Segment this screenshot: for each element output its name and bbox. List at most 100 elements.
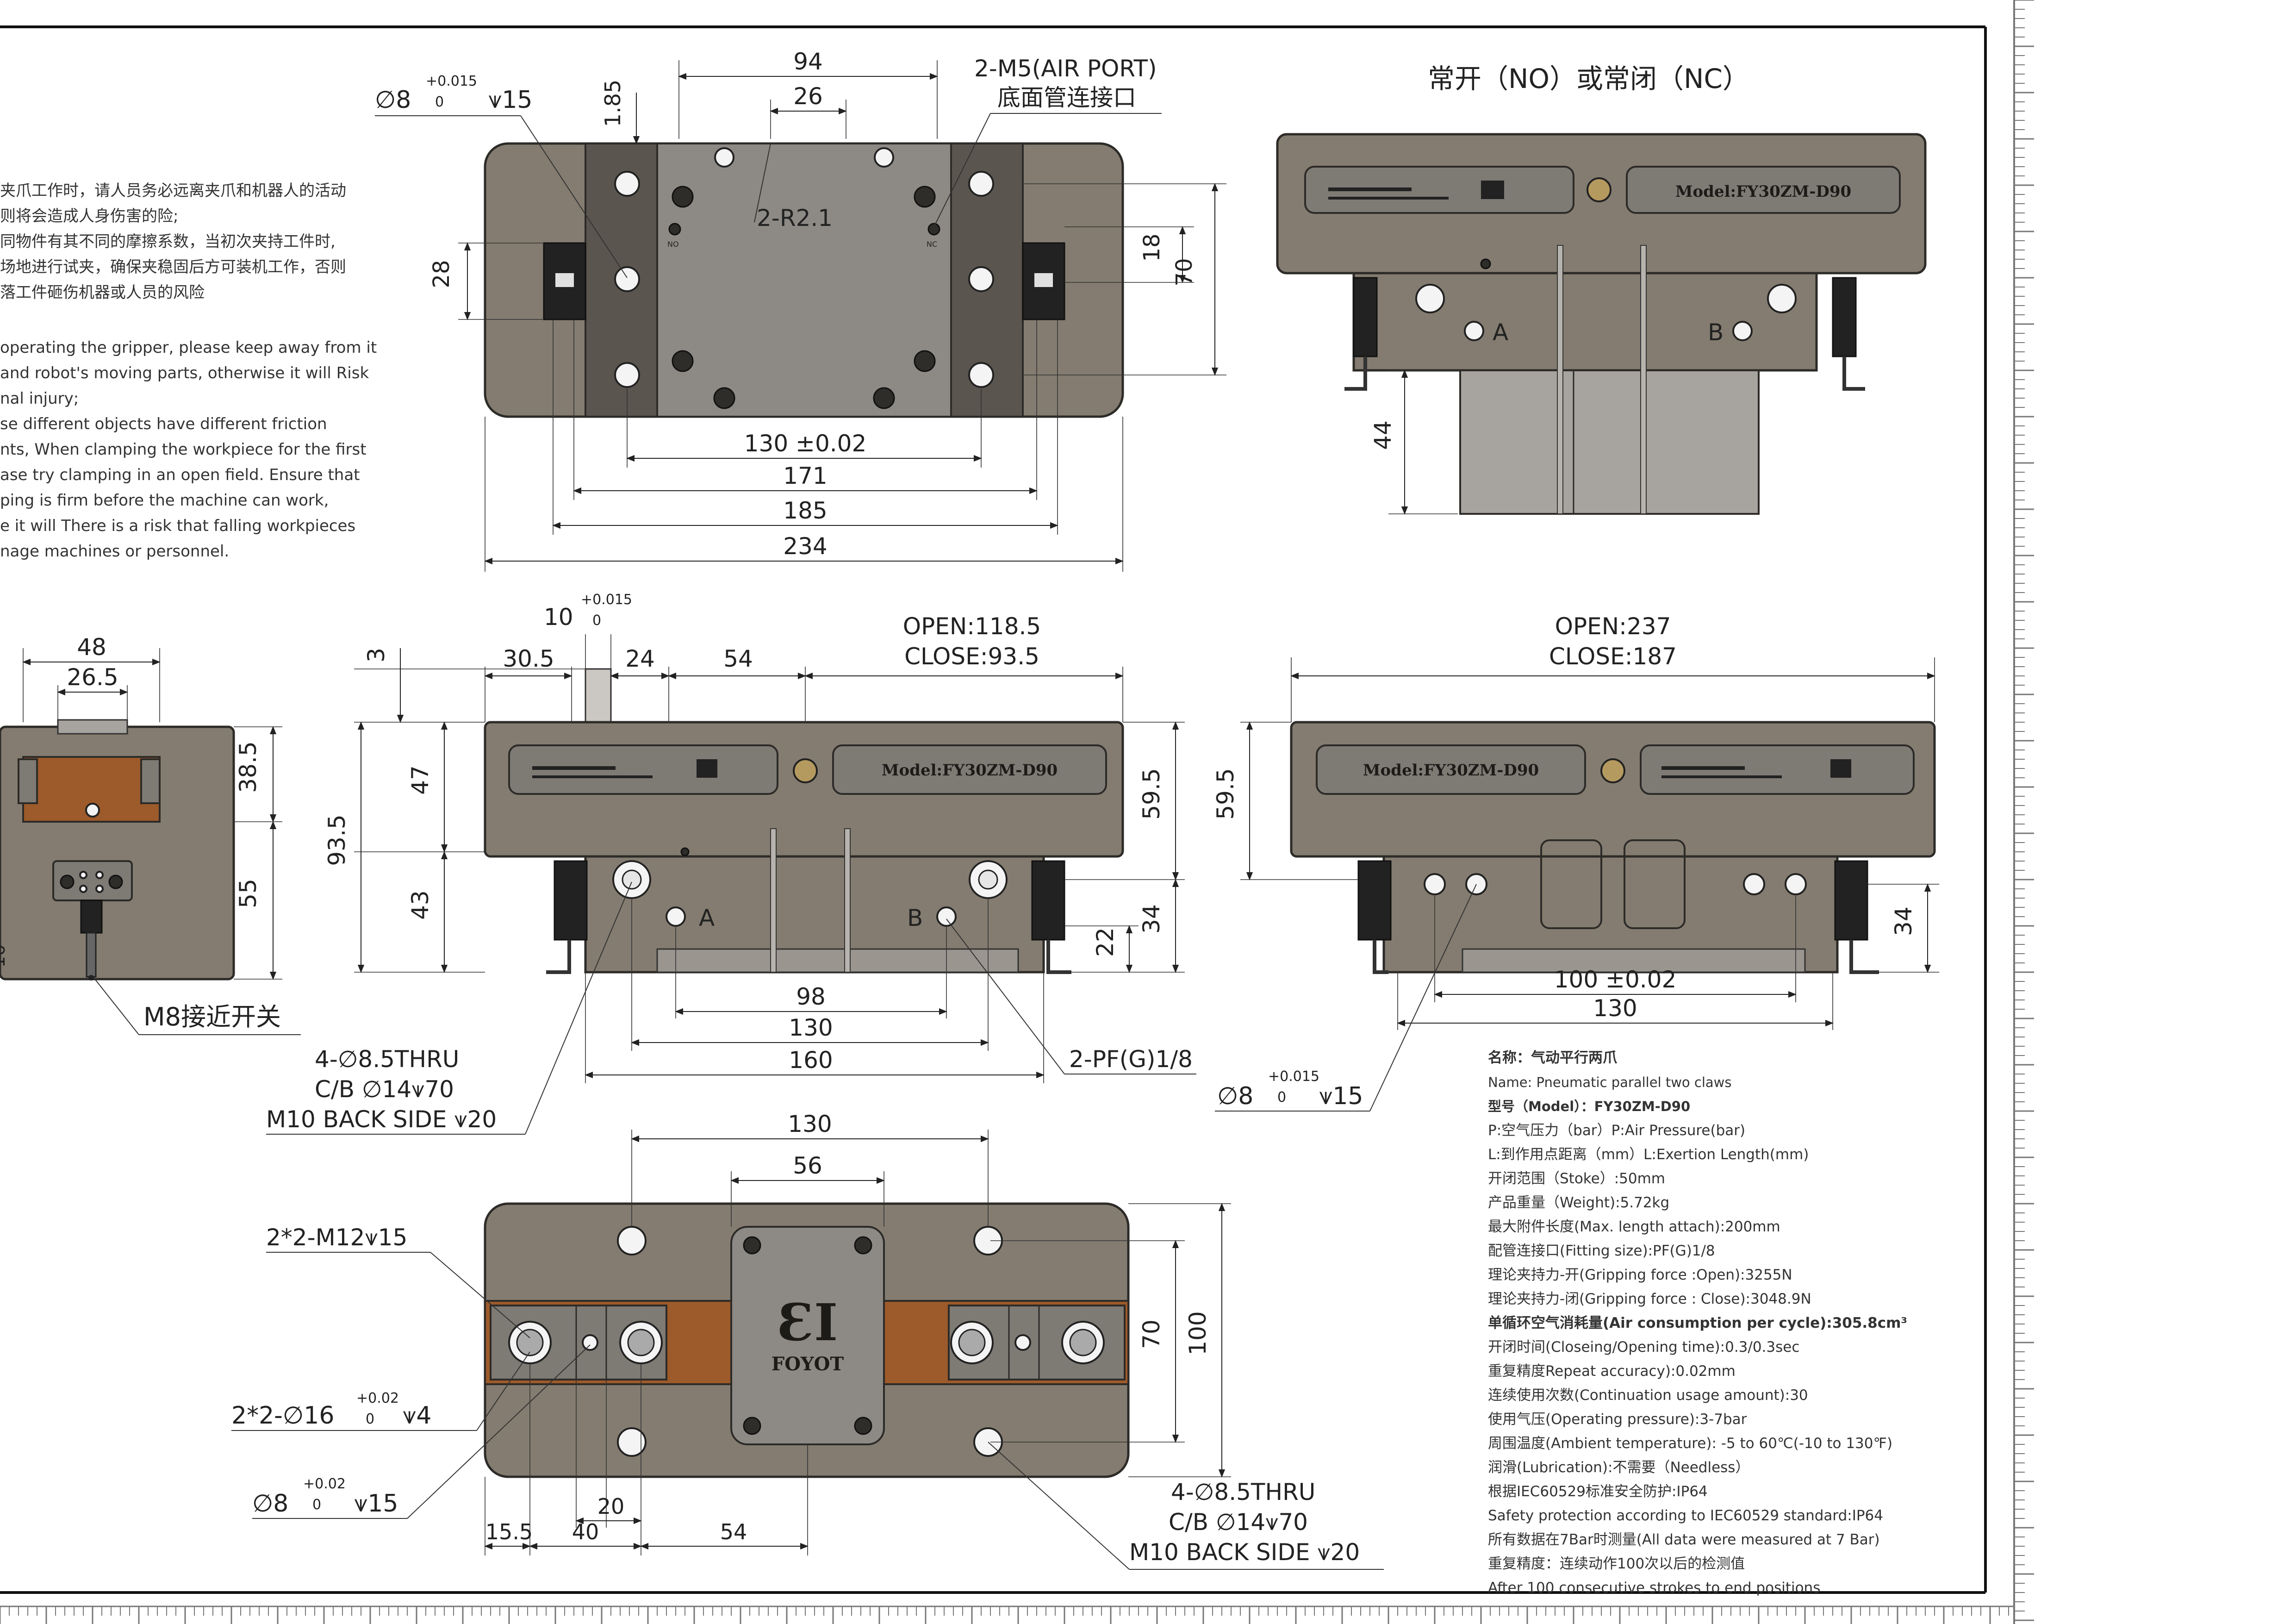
thru-hole-note: M10 BACK SIDE ⩛20 xyxy=(266,1106,497,1133)
dim-10-tol-lo: 0 xyxy=(592,612,601,629)
dim-54: 54 xyxy=(720,1519,747,1544)
sensor-label: M8接近开关 xyxy=(143,1002,281,1031)
dim-40: 40 xyxy=(572,1519,599,1544)
right-ruler xyxy=(2014,0,2034,1621)
dim-26-5: 26.5 xyxy=(67,664,118,691)
warning-en-line: se different objects have different fric… xyxy=(0,415,327,433)
bottom-ruler xyxy=(0,1605,2014,1624)
dim-10: 10 xyxy=(0,944,9,968)
jaw-hole xyxy=(968,266,994,292)
air-port-label: 2-M5(AIR PORT) xyxy=(974,55,1157,82)
warning-en-line: ping is firm before the machine can work… xyxy=(0,491,329,510)
spec-line: 重复精度：连续动作100次以后的检测值 xyxy=(1488,1555,1745,1572)
fitting-label: 2-PF(G)1/8 xyxy=(1069,1046,1193,1073)
dim-34: 34 xyxy=(1890,906,1917,936)
dim-185: 185 xyxy=(783,497,827,524)
spec-line: After 100 consecutive strokes to end pos… xyxy=(1488,1580,1820,1596)
logo-text: FOYOT xyxy=(772,1353,844,1375)
spec-block: 名称：气动平行两爪 Name: Pneumatic parallel two c… xyxy=(1488,1049,1907,1596)
thru-hole-note: M10 BACK SIDE ⩛20 xyxy=(1129,1539,1360,1566)
phi8-label: ∅8 xyxy=(252,1490,288,1518)
spec-line: 型号（Model）：FY30ZM-D90 xyxy=(1488,1099,1690,1114)
port-b-label: B xyxy=(907,905,923,931)
top-view-cover-plate xyxy=(656,143,952,418)
open-label: OPEN:118.5 xyxy=(903,613,1041,640)
dim-59-5: 59.5 xyxy=(1212,768,1239,819)
dim-phi8-depth: ⩛15 xyxy=(1319,1082,1363,1110)
dim-10: 10 xyxy=(544,604,573,631)
dim-34: 34 xyxy=(1138,904,1165,934)
spec-line: 产品重量（Weight):5.72kg xyxy=(1488,1194,1669,1211)
port-a-label: A xyxy=(699,905,715,931)
spec-line: 开闭时间(Closeing/Opening time):0.3/0.3sec xyxy=(1488,1339,1799,1355)
dim-phi8-tol-up: +0.015 xyxy=(1268,1068,1319,1085)
dim-54: 54 xyxy=(723,645,753,672)
right-side-view: Model:FY30ZM-D90 OPEN:237 CLOSE:187 59.5… xyxy=(1212,613,1939,1112)
phi16-tol-up: +0.02 xyxy=(356,1390,399,1406)
spec-line: 润滑(Lubrication):不需要（Needless） xyxy=(1488,1459,1749,1476)
thru-hole-note: C/B ∅14⩛70 xyxy=(1169,1509,1308,1536)
warning-cn-line: 场地进行试夹，确保夹稳固后方可装机工作，否则 xyxy=(0,258,346,276)
right-top-view: 常开（NO）或常闭（NC） Model:FY30ZM-D90 A B 44 xyxy=(1276,63,1927,515)
state-title: 常开（NO）或常闭（NC） xyxy=(1428,63,1749,94)
dim-15-5: 15.5 xyxy=(485,1519,533,1544)
phi16-depth: ⩛4 xyxy=(403,1402,431,1430)
bottom-view: ƐI FOYOT 130 56 2*2-M12⩛15 2*2-∅16 +0.02… xyxy=(231,1111,1384,1570)
dim-26: 26 xyxy=(793,83,823,110)
warning-en-line: operating the gripper, please keep away … xyxy=(0,338,377,357)
side-view: Model:FY30ZM-D90 A B 10 +0.015 0 3 93.5 … xyxy=(266,592,1196,1135)
warning-cn-line: 夹爪工作时，请人员务必远离夹爪和机器人的活动 xyxy=(0,181,346,200)
dim-phi8: ∅8 xyxy=(1217,1082,1253,1110)
spec-line: 开闭范围（Stoke）:50mm xyxy=(1488,1170,1665,1187)
dim-185-small: 1.85 xyxy=(600,80,625,127)
warning-text-block: 夹爪工作时，请人员务必远离夹爪和机器人的活动 则将会造成人身伤害的险; 同物件有… xyxy=(0,181,377,561)
dim-59-5: 59.5 xyxy=(1138,768,1165,819)
spec-line: 最大附件长度(Max. length attach):200mm xyxy=(1488,1218,1780,1235)
spec-line: 根据IEC60529标准安全防护:IP64 xyxy=(1488,1483,1708,1500)
jaw-hole xyxy=(614,266,640,292)
spec-line: Safety protection according to IEC60529 … xyxy=(1488,1507,1883,1524)
warning-en-line: nage machines or personnel. xyxy=(0,542,229,561)
spec-line: P:空气压力（bar）P:Air Pressure(bar) xyxy=(1488,1122,1745,1139)
spec-line: 名称：气动平行两爪 xyxy=(1488,1049,1618,1066)
dim-22: 22 xyxy=(1092,927,1119,957)
dim-100-tol: 100 ±0.02 xyxy=(1554,966,1677,993)
cover-screws xyxy=(672,147,936,409)
dim-43: 43 xyxy=(407,890,434,920)
port-b-label: B xyxy=(1708,319,1724,346)
close-label: CLOSE:93.5 xyxy=(904,643,1039,670)
dim-48: 48 xyxy=(77,634,106,661)
dim-55: 55 xyxy=(235,879,261,908)
dim-28: 28 xyxy=(429,260,454,288)
spec-line: 配管连接口(Fitting size):PF(G)1/8 xyxy=(1488,1243,1715,1259)
sheet-frame xyxy=(0,0,2034,1624)
model-label: Model:FY30ZM-D90 xyxy=(1363,761,1539,780)
dim-130-tol: 130 ±0.02 xyxy=(744,430,867,457)
warning-en-line: nts, When clamping the workpiece for the… xyxy=(0,440,367,459)
warning-en-line: and robot's moving parts, otherwise it w… xyxy=(0,364,369,382)
port-mark: NC xyxy=(927,240,937,249)
end-view: 48 26.5 38.5 55 10 M8接近开关 xyxy=(0,634,301,1035)
phi8-tol-up: +0.02 xyxy=(303,1476,346,1492)
warning-en-line: nal injury; xyxy=(0,389,79,408)
model-plate xyxy=(1626,166,1901,214)
phi16-tol-lo: 0 xyxy=(366,1411,374,1427)
dim-160: 160 xyxy=(789,1047,833,1074)
dim-38-5: 38.5 xyxy=(235,741,261,793)
port-a-label: A xyxy=(1493,319,1508,346)
dim-56: 56 xyxy=(793,1152,822,1179)
dim-171: 171 xyxy=(783,462,827,489)
spec-line: 周围温度(Ambient temperature): -5 to 60℃(-10… xyxy=(1488,1435,1892,1452)
dim-phi8: ∅8 xyxy=(375,86,411,114)
dim-130: 130 xyxy=(789,1014,833,1041)
dim-130: 130 xyxy=(788,1111,832,1137)
phi8-tol-lo: 0 xyxy=(312,1497,321,1513)
dim-44: 44 xyxy=(1369,420,1396,450)
spec-line: L:到作用点距离（mm）L:Exertion Length(mm) xyxy=(1488,1146,1809,1163)
spec-line: 单循环空气消耗量(Air consumption per cycle):305.… xyxy=(1488,1315,1907,1331)
dim-70: 70 xyxy=(1138,1319,1165,1349)
dim-100: 100 xyxy=(1184,1311,1211,1355)
dim-3: 3 xyxy=(363,648,390,662)
jaw-hole xyxy=(614,171,640,197)
